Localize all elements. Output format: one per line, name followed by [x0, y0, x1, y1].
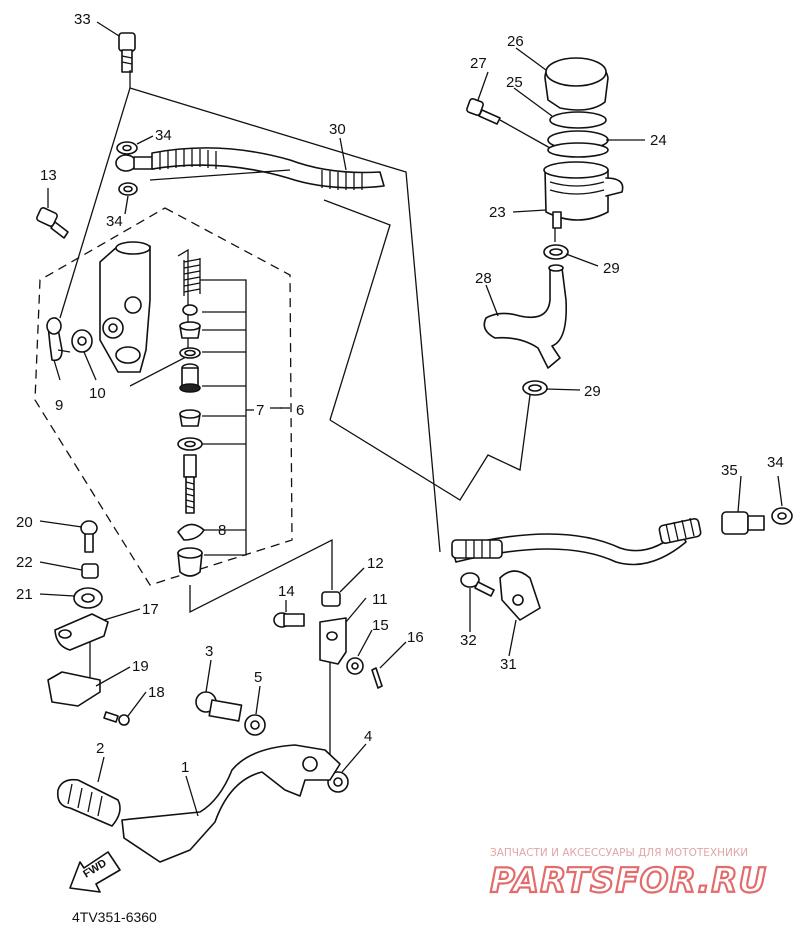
callout-leaders [39, 21, 783, 817]
callout-8: 8 [218, 522, 226, 539]
callout-27: 27 [470, 55, 487, 72]
part-11-clevis [319, 617, 347, 665]
part-30-brake-hose [151, 147, 385, 190]
callout-22: 22 [16, 554, 33, 571]
part-8-circlip [177, 523, 205, 541]
part-3-pivot-bolt [195, 691, 243, 722]
guide-washer [177, 437, 203, 451]
part-25-plate [549, 111, 607, 129]
callout-26: 26 [507, 33, 524, 50]
callout-32: 32 [460, 632, 477, 649]
part-19-guard [47, 671, 101, 707]
callout-19: 19 [132, 658, 149, 675]
callout-34-right: 34 [767, 454, 784, 471]
master-cylinder-body [99, 241, 151, 373]
threaded-rod [183, 454, 197, 514]
part-31-hose-clamp [499, 570, 541, 621]
callout-9: 9 [55, 397, 63, 414]
callout-33: 33 [74, 11, 91, 28]
fwd-arrow-icon: FWD [69, 851, 121, 893]
callout-7: 7 [256, 402, 264, 419]
part-20-bolt [80, 520, 98, 553]
watermark-tagline: ЗАПЧАСТИ И АКСЕССУАРЫ ДЛЯ МОТОТЕХНИКИ [490, 847, 748, 859]
callout-28: 28 [475, 270, 492, 287]
part-16-cotter-pin [371, 667, 383, 689]
part-2-pedal-rubber [56, 778, 121, 827]
part-23-reservoir [543, 161, 624, 229]
banjo-fitting [115, 154, 155, 172]
callout-1: 1 [181, 759, 189, 776]
callouts: 33 34 13 34 30 27 26 25 24 23 29 28 29 9… [16, 11, 784, 776]
assembly-outline [34, 207, 293, 586]
part-17-bracket [54, 613, 109, 651]
part-26-cap [544, 57, 609, 111]
callout-17: 17 [142, 601, 159, 618]
callout-3: 3 [205, 643, 213, 660]
dust-boot [177, 547, 203, 577]
part-29-clamp-upper [543, 244, 569, 260]
part-9-push-rod [46, 317, 71, 362]
part-32-bolt [460, 572, 495, 597]
part-18-screw [103, 711, 130, 726]
part-33-bolt [118, 32, 136, 73]
part-10-locknut [71, 329, 93, 353]
part-code: 4TV351-6360 [72, 909, 157, 925]
seal-cup-2 [179, 321, 201, 339]
callout-12: 12 [367, 555, 384, 572]
callout-21: 21 [16, 586, 33, 603]
part-12-nut [321, 591, 341, 607]
callout-2: 2 [96, 740, 104, 757]
part-15-washer [346, 657, 364, 675]
callout-20: 20 [16, 514, 33, 531]
part-22-collar [81, 563, 99, 579]
callout-14: 14 [278, 583, 295, 600]
part-29-clamp-lower [522, 380, 548, 396]
watermark: ЗАПЧАСТИ И АКСЕССУАРЫ ДЛЯ МОТОТЕХНИКИ PA… [489, 847, 767, 902]
callout-31: 31 [500, 656, 517, 673]
part-1-brake-pedal [121, 744, 341, 863]
callout-23: 23 [489, 204, 506, 221]
part-5-washer [244, 714, 266, 736]
callout-5: 5 [254, 669, 262, 686]
callout-4: 4 [364, 728, 372, 745]
part-34-washer-upper [116, 141, 138, 155]
piston [179, 363, 201, 393]
part-24-diaphragm [547, 130, 609, 158]
part-34-washer-lower [118, 182, 138, 196]
part-4-washer [327, 771, 349, 793]
callout-29-lower: 29 [584, 383, 601, 400]
part-13-bolt [36, 207, 69, 239]
part-34-washer-right [771, 507, 793, 525]
callout-11: 11 [372, 591, 388, 608]
seal-cup-1 [182, 304, 198, 316]
part-14-pin [273, 612, 305, 628]
callout-6: 6 [296, 402, 304, 419]
callout-29-upper: 29 [603, 260, 620, 277]
part-21-bushing [73, 587, 103, 609]
part-27-bolt [466, 98, 501, 125]
callout-34-upper: 34 [155, 127, 172, 144]
spring [183, 258, 201, 296]
watermark-logo: PARTSFOR.RU [490, 861, 767, 901]
lower-brake-hose [451, 517, 702, 566]
callout-15: 15 [372, 617, 389, 634]
callout-18: 18 [148, 684, 165, 701]
callout-34-lower: 34 [106, 213, 123, 230]
callout-16: 16 [407, 629, 424, 646]
seal-cup-3 [179, 409, 201, 427]
callout-35: 35 [721, 462, 738, 479]
callout-24: 24 [650, 132, 667, 149]
washer-ring [179, 347, 201, 359]
part-28-reservoir-hose [483, 264, 568, 369]
callout-25: 25 [506, 74, 523, 91]
part-35-union-bolt [721, 511, 765, 535]
callout-10: 10 [89, 385, 106, 402]
callout-13: 13 [40, 167, 57, 184]
callout-30: 30 [329, 121, 346, 138]
